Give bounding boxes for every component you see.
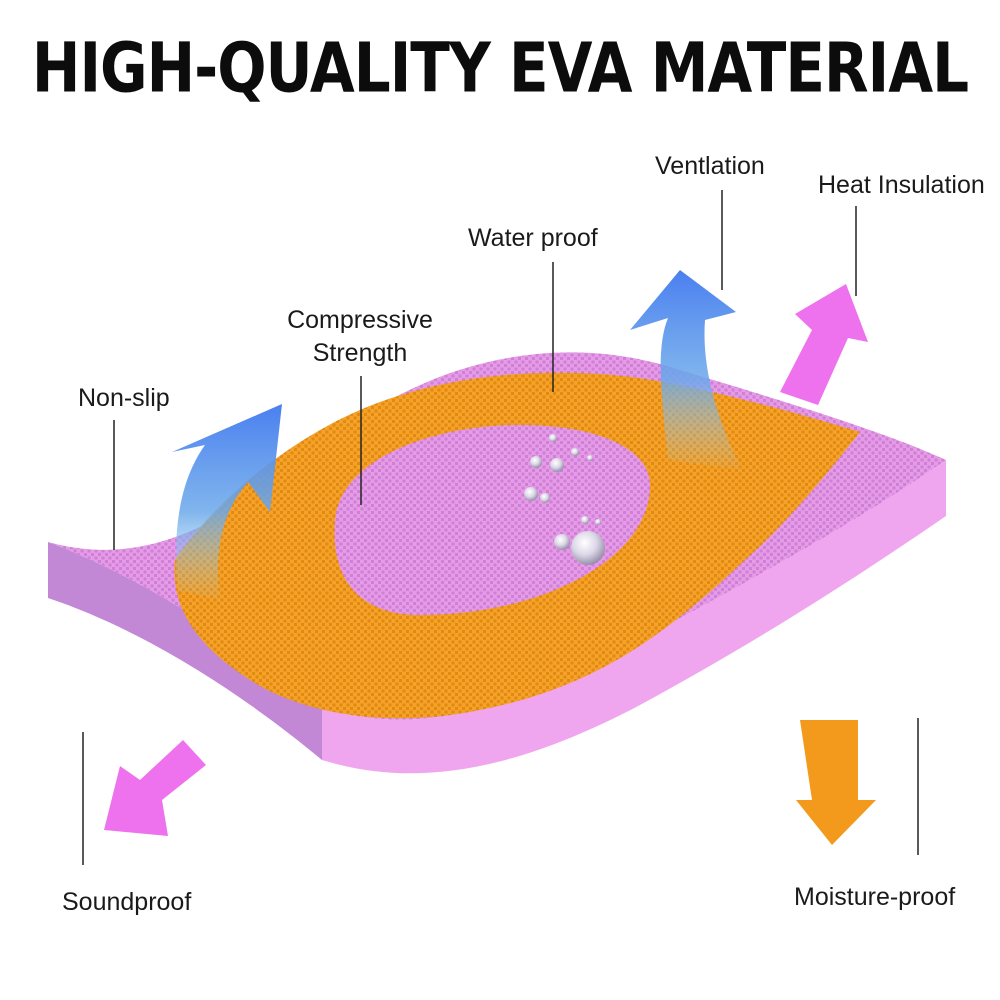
label-moisture-proof: Moisture-proof [794,883,956,911]
label-ventilation: Ventlation [655,152,765,180]
label-soundproof: Soundproof [62,888,192,916]
slab-front-left-face [48,542,322,760]
label-compressive-strength: Compressive Strength [270,304,450,369]
label-compressive-line2: Strength [312,338,408,367]
blue-arrow-left [172,404,282,600]
label-heat-insulation: Heat Insulation [818,171,985,199]
pink-arrow-up [780,284,868,405]
leader-lines [82,190,919,865]
pink-arrow-down-left [104,740,206,836]
label-non-slip: Non-slip [78,384,170,412]
label-compressive-line1: Compressive [287,306,433,334]
slab-front-right-face [322,460,946,774]
water-droplets [524,434,605,565]
inner-pink-layer [334,425,650,615]
orange-arrow-down [796,720,876,845]
label-water-proof: Water proof [468,224,598,252]
blue-arrow-right [630,270,742,470]
page-title: HIGH-QUALITY EVA MATERIAL [31,28,969,109]
